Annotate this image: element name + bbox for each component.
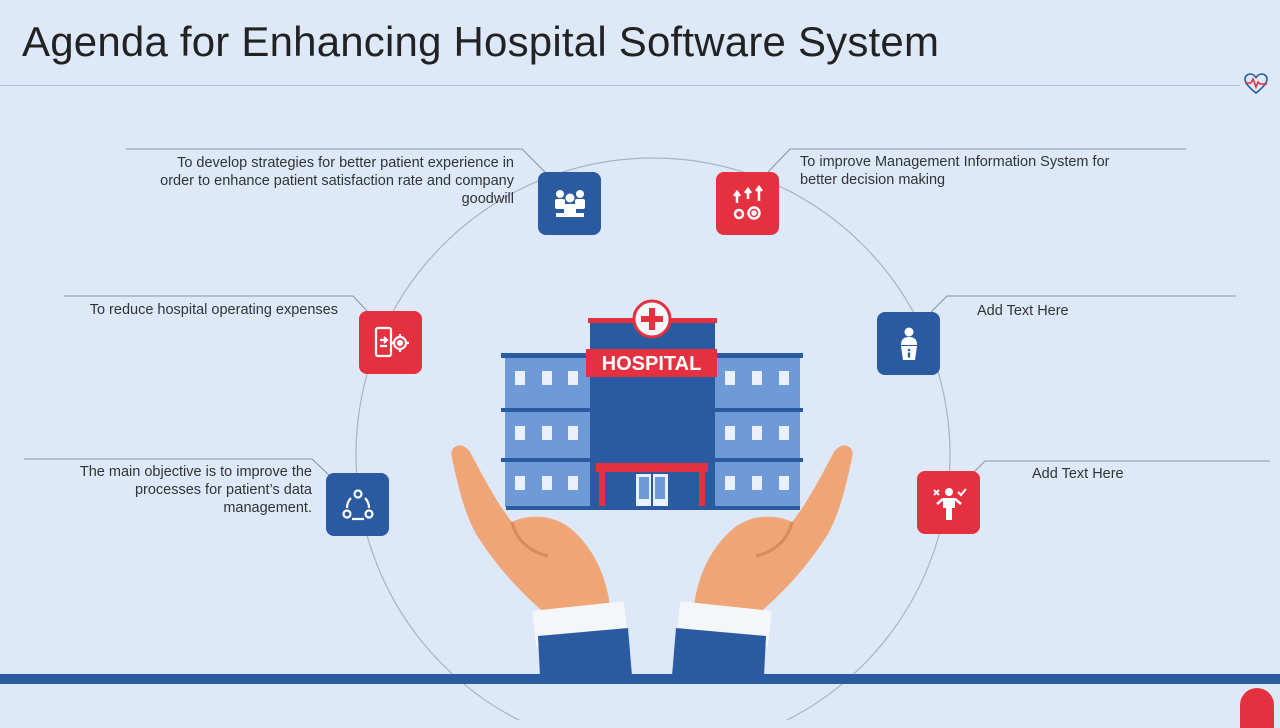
agenda-item-3-text: To reduce hospital operating expenses bbox=[89, 302, 338, 318]
agenda-item-5-text: The main objective is to improve the pro… bbox=[79, 464, 312, 516]
agenda-item-6-text: Add Text Here bbox=[1032, 466, 1124, 482]
agenda-item-1-text: To develop strategies for better patient… bbox=[160, 155, 514, 207]
presenter-info-icon bbox=[877, 312, 940, 375]
agenda-item-4-text: Add Text Here bbox=[977, 303, 1069, 319]
hospital-building bbox=[501, 299, 803, 510]
left-hand bbox=[451, 445, 632, 676]
hospital-sign: HOSPITAL bbox=[601, 353, 702, 375]
team-icon bbox=[538, 172, 601, 235]
decision-person-icon bbox=[917, 471, 980, 534]
mobile-gear-icon bbox=[359, 311, 422, 374]
heartbeat-icon bbox=[1244, 73, 1268, 95]
growth-gears-icon bbox=[716, 172, 779, 235]
process-cycle-icon bbox=[326, 473, 389, 536]
footer-bar bbox=[0, 674, 1280, 684]
page-title: Agenda for Enhancing Hospital Software S… bbox=[22, 18, 940, 65]
corner-tab bbox=[1240, 688, 1274, 728]
title-divider bbox=[0, 85, 1240, 86]
right-hand bbox=[672, 445, 853, 676]
agenda-item-2-text: To improve Management Information System… bbox=[800, 154, 1110, 188]
